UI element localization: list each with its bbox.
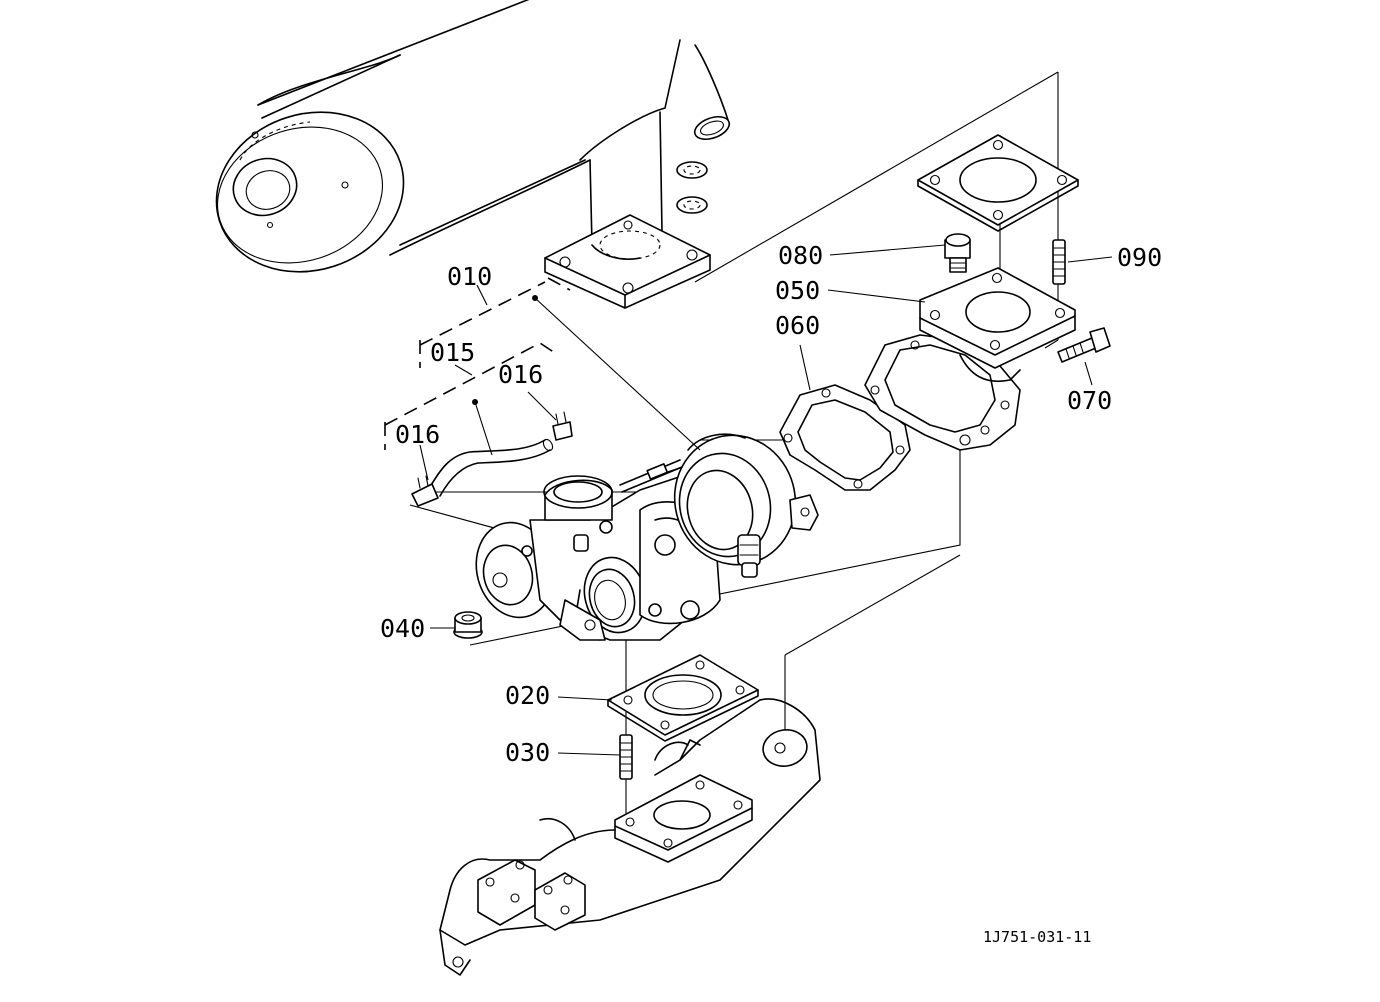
nut-040 <box>453 611 483 639</box>
label-016-right: 016 <box>498 360 543 389</box>
exhaust-manifold <box>439 698 821 976</box>
stud-090 <box>1052 239 1066 285</box>
reference-code: 1J751-031-11 <box>983 928 1091 946</box>
label-070: 070 <box>1067 386 1112 415</box>
label-080: 080 <box>778 241 823 270</box>
gasket-060 <box>779 384 911 491</box>
gasket-020 <box>607 654 759 742</box>
bolt-070 <box>1057 327 1111 363</box>
label-015: 015 <box>430 338 475 367</box>
hose-015 <box>429 438 554 497</box>
label-090: 090 <box>1117 243 1162 272</box>
clamp-016-left <box>411 475 439 507</box>
label-040: 040 <box>380 614 425 643</box>
turbocharger <box>475 433 819 641</box>
dashed-brackets <box>384 277 571 450</box>
label-010: 010 <box>447 262 492 291</box>
label-030: 030 <box>505 738 550 767</box>
label-020: 020 <box>505 681 550 710</box>
top-gasket <box>917 134 1079 232</box>
label-016-left: 016 <box>395 420 440 449</box>
plug-080 <box>944 233 971 273</box>
leader-lines <box>419 244 1113 756</box>
elbow-050 <box>864 267 1076 451</box>
muffler <box>215 0 591 273</box>
clamp-016-right <box>552 411 573 441</box>
label-060: 060 <box>775 311 820 340</box>
label-050: 050 <box>775 276 820 305</box>
part-labels: 010 015 016 016 020 030 040 050 060 070 … <box>380 241 1162 946</box>
stud-030 <box>619 734 633 780</box>
muffler-outlet-pipe <box>544 39 731 309</box>
